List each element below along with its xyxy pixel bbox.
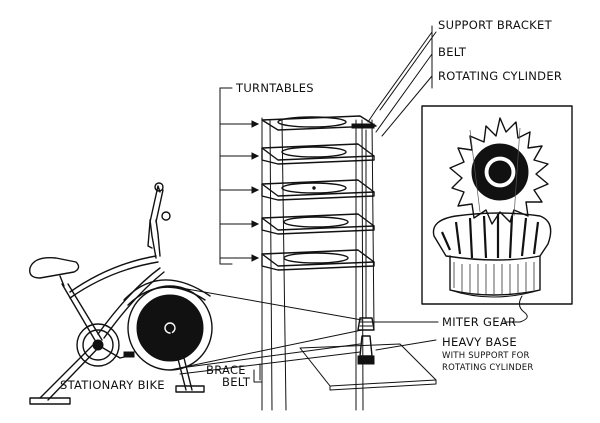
seat (29, 257, 80, 279)
pedal (123, 351, 135, 358)
label-heavy-base-sub1: WITH SUPPORT FOR (442, 351, 530, 361)
drive-belt (169, 285, 363, 375)
label-turntables: TURNTABLES (235, 81, 314, 95)
label-heavy-base-sub2: ROTATING CYLINDER (442, 363, 533, 373)
turntables-callout (219, 87, 260, 265)
turntable-tower (261, 115, 437, 411)
label-belt-bottom: BELT (222, 375, 251, 389)
gear-pointer (503, 295, 528, 323)
frame-seat-tube (61, 283, 97, 343)
tension-knob (161, 211, 171, 221)
turntable-4 (261, 213, 375, 235)
rear-foot (29, 397, 71, 405)
brace-bar (179, 343, 361, 369)
heavy-base (299, 343, 437, 387)
label-belt-top: BELT (438, 45, 467, 59)
handlebar (149, 185, 161, 223)
heavy-base-leader (375, 339, 437, 351)
label-support-bracket: SUPPORT BRACKET (438, 18, 553, 32)
handlebar-post (149, 219, 157, 259)
label-miter-gear: MITER GEAR (442, 315, 516, 329)
label-brace: BRACE (206, 363, 246, 377)
turntable-1 (261, 115, 377, 131)
turntable-5 (261, 249, 375, 271)
callout-leaders (367, 25, 437, 137)
label-rotating-cylinder: ROTATING CYLINDER (438, 69, 562, 83)
detail-frame (421, 105, 573, 305)
miter-gear-small (357, 317, 375, 331)
stationary-bike (29, 182, 213, 405)
label-heavy-base: HEAVY BASE (442, 335, 517, 349)
front-leg (169, 327, 187, 391)
turntable-3 (261, 179, 375, 201)
frame-down-tube (97, 267, 161, 335)
frame-top-tube (69, 261, 159, 299)
front-foot (175, 385, 205, 393)
rear-leg (39, 341, 97, 399)
chainring (76, 323, 120, 367)
gear-lower (432, 212, 552, 298)
label-stationary-bike: STATIONARY BIKE (60, 378, 165, 392)
turntable-2 (261, 143, 375, 165)
miter-gear-detail (421, 105, 573, 323)
gear-upper (449, 117, 549, 225)
